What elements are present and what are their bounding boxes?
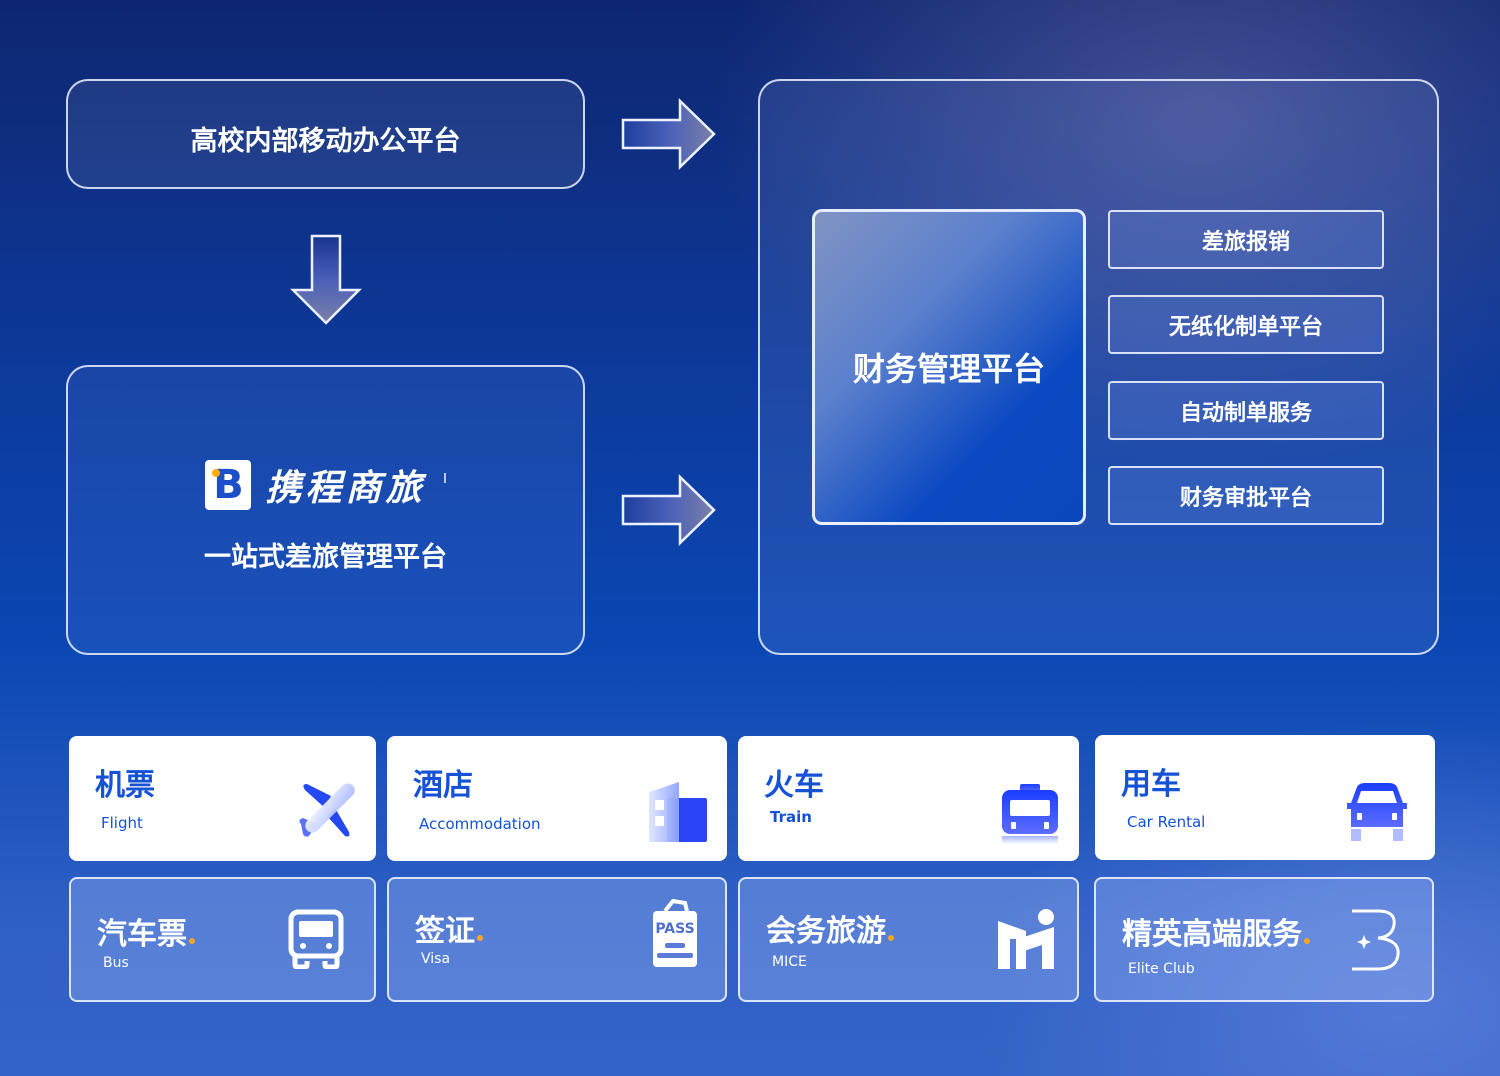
hotel-building-icon (649, 782, 707, 842)
finance-item-approval-platform: 财务审批平台 (1108, 466, 1384, 525)
finance-item-travel-reimbursement: 差旅报销 (1108, 210, 1384, 269)
service-card-car-rental[interactable]: 用车 Car Rental (1095, 735, 1435, 860)
ctrip-subtitle: 一站式差旅管理平台 (204, 542, 447, 573)
finance-item-paperless-platform: 无纸化制单平台 (1108, 295, 1384, 354)
bus-icon (288, 909, 344, 969)
logo-dot (212, 469, 221, 477)
accent-dot (189, 938, 195, 944)
accent-dot (1304, 938, 1310, 944)
service-card-train[interactable]: 火车 Train (738, 736, 1079, 861)
brand-separator (443, 473, 446, 483)
finance-item-auto-voucher: 自动制单服务 (1108, 381, 1384, 440)
arrow-down-icon (290, 234, 362, 325)
pass-tag-icon: PASS (651, 899, 699, 969)
elite-b-sparkle-icon (1348, 907, 1404, 973)
service-card-bus[interactable]: 汽车票 Bus (69, 877, 376, 1002)
train-icon (1002, 784, 1058, 844)
ctrip-brand: B 携程商旅 (68, 459, 583, 511)
campus-office-platform-box: 高校内部移动办公平台 (66, 79, 585, 189)
finance-management-platform: 财务管理平台 (812, 209, 1086, 525)
ctrip-logo-icon: B (205, 460, 252, 510)
service-card-accommodation[interactable]: 酒店 Accommodation (387, 736, 727, 861)
arrow-right-icon (621, 474, 716, 546)
airplane-icon (299, 783, 355, 837)
campus-office-platform-title: 高校内部移动办公平台 (190, 126, 461, 157)
accent-dot (888, 935, 894, 941)
service-card-visa[interactable]: 签证 Visa PASS (387, 877, 727, 1002)
accent-dot (477, 935, 483, 941)
car-icon (1347, 783, 1407, 841)
service-card-mice[interactable]: 会务旅游 MICE (738, 877, 1079, 1002)
ctrip-travel-platform-box: B 携程商旅 一站式差旅管理平台 (66, 365, 585, 655)
service-card-flight[interactable]: 机票 Flight (69, 736, 376, 861)
ctrip-brand-name: 携程商旅 (265, 468, 426, 509)
service-card-elite-club[interactable]: 精英高端服务 Elite Club (1094, 877, 1434, 1002)
mice-logo-icon (998, 909, 1054, 969)
arrow-right-icon (621, 98, 716, 170)
finance-main-title: 财务管理平台 (852, 350, 1045, 388)
